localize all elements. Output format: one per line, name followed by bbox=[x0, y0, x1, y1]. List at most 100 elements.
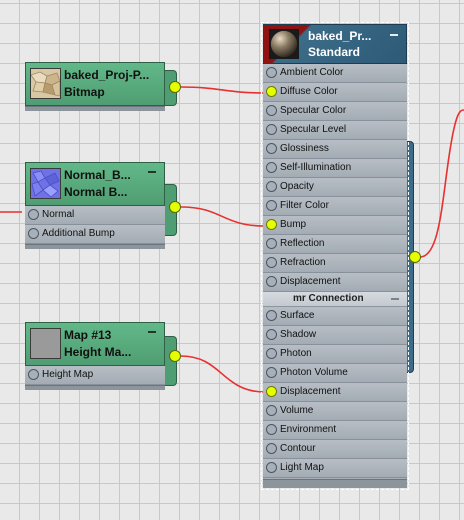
material-slot-specular-level[interactable]: Specular Level bbox=[263, 121, 407, 140]
normal-node-title: Normal_B... bbox=[64, 168, 131, 182]
wire-normal-to-bump bbox=[180, 206, 266, 227]
normal-node-footer bbox=[25, 244, 165, 249]
minimize-icon[interactable] bbox=[148, 171, 156, 173]
material-slot-refraction[interactable]: Refraction bbox=[263, 254, 407, 273]
slot-input-socket[interactable] bbox=[266, 367, 277, 378]
slot-input-socket[interactable] bbox=[266, 143, 277, 154]
slot-input-socket[interactable] bbox=[266, 181, 277, 192]
material-node-header[interactable]: baked_Pr... Standard bbox=[263, 24, 407, 64]
material-slot-volume[interactable]: Volume bbox=[263, 402, 407, 421]
normal-node-type: Normal B... bbox=[64, 185, 128, 199]
slot-label: Opacity bbox=[280, 181, 314, 192]
slot-label: Displacement bbox=[280, 276, 341, 287]
slot-label: Shadow bbox=[280, 329, 317, 340]
material-slot-displacement[interactable]: Displacement bbox=[263, 273, 407, 292]
slot-input-socket[interactable] bbox=[266, 124, 277, 135]
slot-input-socket[interactable] bbox=[266, 86, 277, 97]
wire-bitmap-to-diffuse bbox=[180, 86, 266, 94]
slot-input-socket[interactable] bbox=[266, 162, 277, 173]
material-slot-glossiness[interactable]: Glossiness bbox=[263, 140, 407, 159]
bitmap-output-socket[interactable] bbox=[169, 81, 181, 93]
material-slot-light-map[interactable]: Light Map bbox=[263, 459, 407, 478]
slot-input-socket[interactable] bbox=[266, 329, 277, 340]
slot-label: Specular Color bbox=[280, 105, 347, 116]
slot-label: Self-Illumination bbox=[280, 162, 352, 173]
slot-input-socket[interactable] bbox=[266, 200, 277, 211]
material-output-socket[interactable] bbox=[409, 251, 421, 263]
material-slot-opacity[interactable]: Opacity bbox=[263, 178, 407, 197]
slot-label: Volume bbox=[280, 405, 314, 416]
bitmap-node-title: baked_Proj-P... bbox=[64, 68, 150, 82]
height-input-height-map[interactable]: Height Map bbox=[25, 366, 165, 385]
minimize-icon[interactable] bbox=[148, 331, 156, 333]
material-slot-filter-color[interactable]: Filter Color bbox=[263, 197, 407, 216]
slot-label: Environment bbox=[280, 424, 337, 435]
slot-label: Glossiness bbox=[280, 143, 329, 154]
material-slot-surface[interactable]: Surface bbox=[263, 307, 407, 326]
normal-node-header[interactable]: Normal_B... Normal B... bbox=[25, 162, 165, 206]
slot-label: Bump bbox=[280, 219, 307, 230]
height-node-header[interactable]: Map #13 Height Ma... bbox=[25, 322, 165, 366]
slot-input-socket[interactable] bbox=[266, 238, 277, 249]
additional-bump-input-socket[interactable] bbox=[28, 228, 39, 239]
section-label: mr Connection bbox=[293, 293, 364, 304]
slot-label: Specular Level bbox=[280, 124, 347, 135]
material-type: Standard bbox=[308, 45, 361, 59]
height-output-socket[interactable] bbox=[169, 350, 181, 362]
material-slot-bump[interactable]: Bump bbox=[263, 216, 407, 235]
slot-label: Photon bbox=[280, 348, 312, 359]
slot-label: Refraction bbox=[280, 257, 326, 268]
material-slot-specular-color[interactable]: Specular Color bbox=[263, 102, 407, 121]
slot-label: Contour bbox=[280, 443, 316, 454]
material-sphere-icon bbox=[269, 29, 299, 59]
material-slot-contour[interactable]: Contour bbox=[263, 440, 407, 459]
normal-bump-node[interactable]: Normal_B... Normal B... Normal Additiona… bbox=[25, 162, 177, 249]
height-node-title: Map #13 bbox=[64, 328, 112, 342]
slot-input-socket[interactable] bbox=[266, 310, 277, 321]
height-node-footer bbox=[25, 385, 165, 390]
bitmap-node-header[interactable]: baked_Proj-P... Bitmap bbox=[25, 62, 165, 106]
slot-input-socket[interactable] bbox=[266, 386, 277, 397]
normal-input-normal[interactable]: Normal bbox=[25, 206, 165, 225]
slot-input-socket[interactable] bbox=[266, 462, 277, 473]
slot-input-socket[interactable] bbox=[266, 405, 277, 416]
stone-texture-thumbnail bbox=[30, 68, 61, 99]
normal-output-socket[interactable] bbox=[169, 201, 181, 213]
slot-input-socket[interactable] bbox=[266, 348, 277, 359]
material-slot-reflection[interactable]: Reflection bbox=[263, 235, 407, 254]
slot-input-socket[interactable] bbox=[266, 276, 277, 287]
height-node-type: Height Ma... bbox=[64, 345, 132, 359]
wire-height-to-displacement bbox=[180, 355, 266, 393]
slot-input-socket[interactable] bbox=[266, 257, 277, 268]
material-slot-self-illumination[interactable]: Self-Illumination bbox=[263, 159, 407, 178]
normal-input-additional-bump[interactable]: Additional Bump bbox=[25, 225, 165, 244]
material-node-footer bbox=[263, 479, 407, 488]
slot-input-socket[interactable] bbox=[266, 443, 277, 454]
material-slot-environment[interactable]: Environment bbox=[263, 421, 407, 440]
minimize-icon[interactable] bbox=[390, 34, 398, 36]
mr-connection-section-header[interactable]: mr Connection bbox=[263, 292, 407, 307]
material-slot-displacement[interactable]: Displacement bbox=[263, 383, 407, 402]
bitmap-node-type: Bitmap bbox=[64, 85, 105, 99]
slot-input-socket[interactable] bbox=[266, 424, 277, 435]
slot-input-socket[interactable] bbox=[266, 67, 277, 78]
collapse-icon[interactable] bbox=[391, 298, 399, 300]
slot-input-socket[interactable] bbox=[266, 105, 277, 116]
slot-input-socket[interactable] bbox=[266, 219, 277, 230]
height-map-node[interactable]: Map #13 Height Ma... Height Map bbox=[25, 322, 177, 390]
slot-label: Light Map bbox=[280, 462, 324, 473]
material-slot-ambient-color[interactable]: Ambient Color bbox=[263, 64, 407, 83]
height-map-input-socket[interactable] bbox=[28, 369, 39, 380]
bitmap-node-footer bbox=[25, 106, 165, 111]
slot-label: Photon Volume bbox=[280, 367, 348, 378]
material-slot-photon-volume[interactable]: Photon Volume bbox=[263, 364, 407, 383]
material-slot-photon[interactable]: Photon bbox=[263, 345, 407, 364]
material-slot-diffuse-color[interactable]: Diffuse Color bbox=[263, 83, 407, 102]
slot-label: Displacement bbox=[280, 386, 341, 397]
normal-input-socket[interactable] bbox=[28, 209, 39, 220]
slot-label: Diffuse Color bbox=[280, 86, 338, 97]
slot-label: Surface bbox=[280, 310, 315, 321]
bitmap-node[interactable]: baked_Proj-P... Bitmap bbox=[25, 62, 177, 111]
material-slot-shadow[interactable]: Shadow bbox=[263, 326, 407, 345]
